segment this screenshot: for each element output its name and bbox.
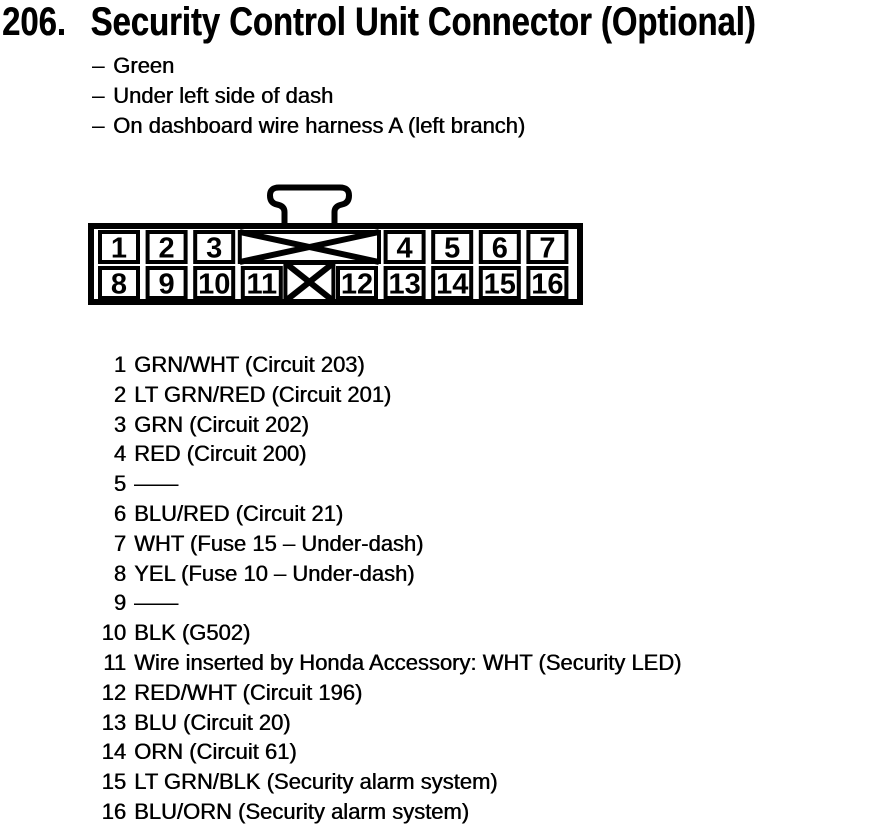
connector-pin-cell-number: 1 (111, 233, 127, 265)
connector-pin-cell (98, 266, 140, 300)
note-item: –On dashboard wire harness A (left branc… (92, 111, 525, 141)
blank-cell-cross-icon (239, 229, 380, 265)
pin-number: 16 (101, 798, 126, 824)
section-title: Security Control Unit Connector (Optiona… (90, 0, 756, 44)
connector-pin-cell (431, 230, 474, 264)
connector-pin-cell (240, 266, 283, 300)
connector-pin-cell (145, 266, 188, 300)
connector-pin-cell (526, 266, 569, 300)
connector-pin-cell-number: 5 (444, 233, 460, 265)
connector-pin-cell-number: 11 (246, 269, 277, 301)
pin-row: 11 Wire inserted by Honda Accessory: WHT … (0, 648, 681, 678)
connector-pin-cell-number: 6 (492, 233, 508, 265)
pin-row: 13 BLU (Circuit 20) (0, 708, 681, 738)
note-item: –Under left side of dash (92, 81, 525, 111)
connector-pin-cell-number: 10 (198, 269, 230, 301)
connector-pin-cell (526, 230, 569, 264)
pin-description: —— (134, 590, 178, 616)
connector-latch-tab-icon (266, 184, 353, 229)
connector-pin-cell-number: 14 (436, 269, 468, 301)
connector-pin-cell (383, 266, 426, 300)
connector-pin-cell-number: 15 (484, 269, 516, 301)
pin-list: 1 GRN/WHT (Circuit 203) 2 LT GRN/RED (Circu… (0, 350, 682, 827)
connector-pin-cell-number: 16 (531, 269, 563, 301)
pin-row: 8 YEL (Fuse 10 – Under-dash) (0, 559, 681, 589)
pin-number: 15 (101, 769, 126, 795)
pin-description: LT GRN/BLK (Security alarm system) (134, 769, 498, 795)
pin-row: 5 —— (0, 469, 681, 499)
pin-number: 7 (113, 530, 126, 556)
connector-pin-cell (478, 266, 521, 300)
connector-pin-cell (478, 230, 521, 264)
pin-number: 14 (101, 739, 126, 765)
pin-number: 2 (113, 381, 126, 407)
note-dash: – (92, 53, 105, 78)
pin-row: 10 BLK (G502) (0, 618, 681, 648)
connector-pin-cell (431, 266, 474, 300)
pin-description: BLK (G502) (134, 620, 251, 646)
pin-description: Wire inserted by Honda Accessory: WHT (S… (134, 649, 682, 675)
connector-pin-cell-number: 3 (206, 233, 222, 265)
blank-cell-cross-icon (283, 260, 336, 304)
connector-pin-cell-number: 13 (388, 269, 420, 301)
pin-number: 12 (101, 679, 126, 705)
pin-description: BLU/RED (Circuit 21) (134, 500, 344, 526)
connector-pin-cell (98, 230, 140, 264)
connector-pin-cell-number: 4 (397, 233, 413, 265)
connector-pin-cell (145, 230, 188, 264)
note-text: Under left side of dash (113, 83, 334, 108)
pin-description: —— (134, 471, 178, 497)
pin-description: YEL (Fuse 10 – Under-dash) (134, 560, 415, 586)
notes-list: –Green–Under left side of dash–On dashbo… (92, 51, 525, 141)
pin-row: 3 GRN (Circuit 202) (0, 410, 681, 440)
page-title: 206. Security Control Unit Connector (Op… (2, 0, 756, 44)
pin-number: 11 (103, 649, 126, 675)
pin-description: ORN (Circuit 61) (134, 739, 297, 765)
pin-description: GRN (Circuit 202) (134, 411, 309, 437)
connector-pin-cell-number: 8 (111, 269, 127, 301)
pin-description: BLU/ORN (Security alarm system) (134, 798, 469, 824)
connector-pin-cell-number: 2 (159, 233, 175, 265)
note-text: Green (113, 53, 175, 78)
note-dash: – (92, 113, 105, 138)
pin-number: 10 (101, 620, 126, 646)
pin-description: RED (Circuit 200) (134, 441, 307, 467)
pin-row: 16 BLU/ORN (Security alarm system) (0, 797, 681, 827)
pin-number: 9 (113, 590, 126, 616)
pin-row: 15 LT GRN/BLK (Security alarm system) (0, 767, 681, 797)
pin-description: WHT (Fuse 15 – Under-dash) (134, 530, 424, 556)
note-item: –Green (92, 51, 525, 81)
pin-number: 1 (113, 352, 126, 377)
pin-row: 6 BLU/RED (Circuit 21) (0, 499, 681, 529)
pin-row: 4 RED (Circuit 200) (0, 439, 681, 469)
pin-row: 9 —— (0, 588, 681, 618)
pin-description: GRN/WHT (Circuit 203) (134, 352, 365, 377)
pin-description: RED/WHT (Circuit 196) (134, 679, 363, 705)
pin-number: 8 (113, 560, 126, 586)
pin-number: 5 (113, 471, 126, 497)
connector-pin-cell-number: 7 (539, 233, 555, 265)
pin-description: LT GRN/RED (Circuit 201) (134, 381, 392, 407)
pin-row: 12 RED/WHT (Circuit 196) (0, 678, 681, 708)
connector-pin-cell (383, 230, 426, 264)
connector-pin-cell (193, 266, 236, 300)
pin-row: 7 WHT (Fuse 15 – Under-dash) (0, 529, 681, 559)
pin-number: 4 (113, 441, 126, 467)
pin-row: 2 LT GRN/RED (Circuit 201) (0, 380, 681, 410)
pin-number: 3 (113, 411, 126, 437)
note-dash: – (92, 83, 105, 108)
connector-pin-cell (336, 266, 378, 300)
pin-row: 14 ORN (Circuit 61) (0, 737, 681, 767)
note-text: On dashboard wire harness A (left branch… (113, 113, 526, 138)
connector-pin-cell-number: 9 (159, 269, 175, 301)
connector-pin-cell-number: 12 (341, 269, 373, 301)
pin-description: BLU (Circuit 20) (134, 709, 291, 735)
section-number: 206. (2, 0, 66, 44)
pin-number: 13 (101, 709, 126, 735)
connector-pin-cell (193, 230, 236, 264)
pin-number: 6 (113, 500, 126, 526)
pin-row: 1 GRN/WHT (Circuit 203) (0, 350, 681, 380)
